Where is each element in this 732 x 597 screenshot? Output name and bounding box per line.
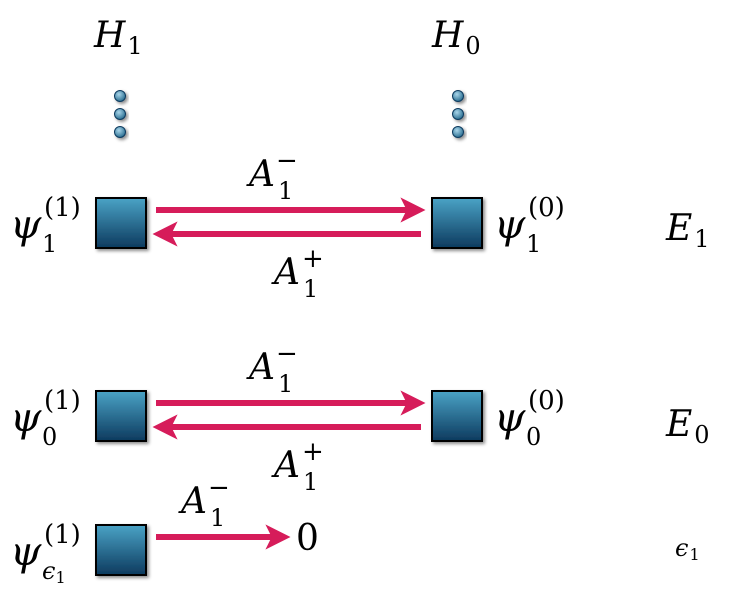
column-header-h1: H1 xyxy=(93,15,143,60)
state-box-psi10 xyxy=(431,197,483,249)
level-label-e0: E0 xyxy=(665,404,710,449)
state-label-psi11: ψ(1)1 xyxy=(10,193,81,258)
level-label-e1: E1 xyxy=(665,208,710,253)
state-label-psi10: ψ(0)1 xyxy=(494,193,565,258)
state-box-psie1 xyxy=(95,524,147,576)
state-label-psie1: ψ(1)ϵ1 xyxy=(10,520,81,587)
column-header-h0: H0 xyxy=(431,15,481,60)
label-a-minus-level1: A−1 xyxy=(246,146,298,205)
label-a-minus-to-zero: A−1 xyxy=(178,473,230,532)
ellipsis-dots-left xyxy=(114,90,126,138)
state-box-psi01 xyxy=(95,390,147,442)
level-label-epsilon1: ϵ1 xyxy=(675,534,700,564)
state-label-psi00: ψ(0)0 xyxy=(494,386,565,451)
zero-label: 0 xyxy=(296,518,319,559)
label-a-plus-level1: A+1 xyxy=(271,244,324,303)
label-a-minus-level0: A−1 xyxy=(246,339,298,398)
ellipsis-dots-right xyxy=(452,90,464,138)
state-label-psi01: ψ(1)0 xyxy=(10,386,81,451)
label-a-plus-level0: A+1 xyxy=(271,437,324,496)
state-box-psi11 xyxy=(95,197,147,249)
state-box-psi00 xyxy=(431,390,483,442)
